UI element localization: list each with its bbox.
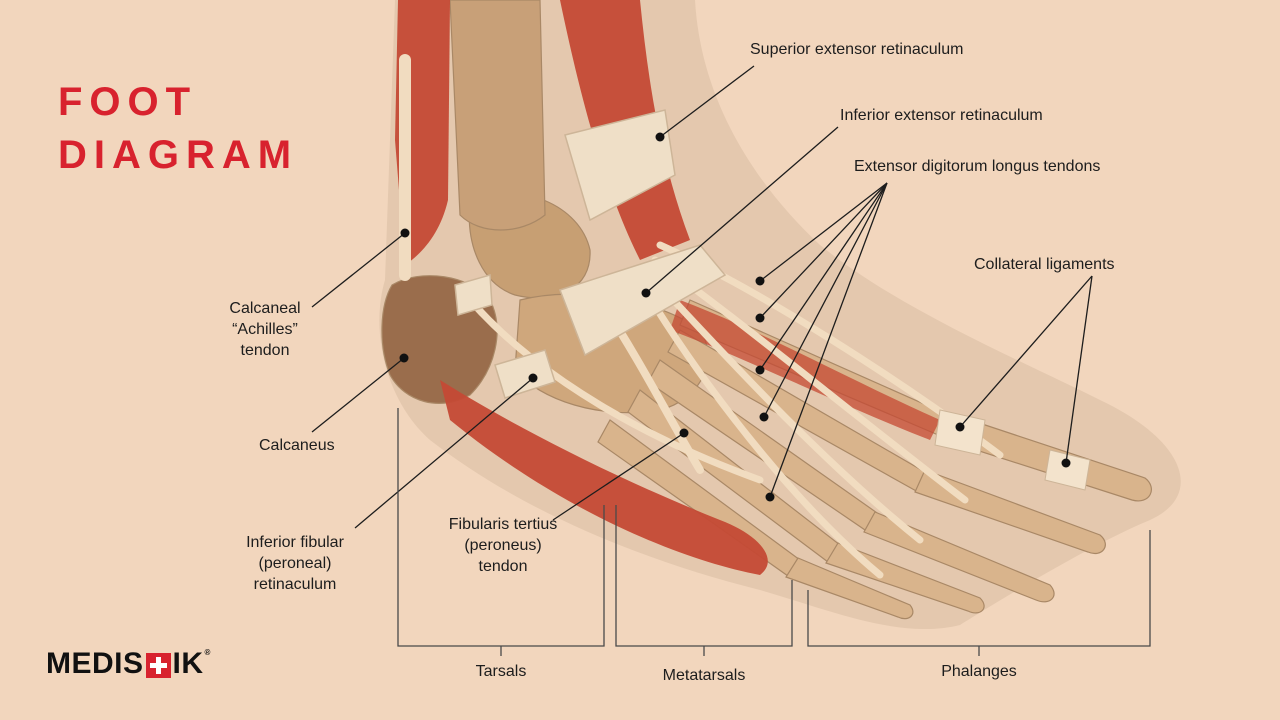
- toe-5: [785, 557, 914, 620]
- leader-inferior-extensor: [645, 126, 839, 294]
- logo-suffix: IK: [172, 647, 204, 680]
- fibular-muscle: [440, 380, 768, 575]
- label-extensor-digitorum-longus-tendons: Extensor digitorum longus tendons: [854, 158, 1101, 175]
- label-fibularis-line-1: Fibularis tertius: [448, 516, 558, 533]
- label-tarsals: Tarsals: [475, 663, 527, 680]
- label-fibular-line-2: (peroneal): [258, 555, 332, 572]
- leader-edl-4: [763, 182, 888, 418]
- fibular-retinaculum-upper: [454, 274, 493, 316]
- leader-fibular-retinaculum: [354, 377, 534, 529]
- label-fibularis-line-3: tendon: [478, 558, 528, 575]
- leader-edl-1: [759, 182, 888, 282]
- leader-superior-extensor: [659, 65, 755, 138]
- collateral-ligaments: [934, 409, 1091, 491]
- medistik-logo: MEDIS IK®: [46, 647, 211, 681]
- leader-achilles: [311, 232, 406, 308]
- leader-calcaneus: [311, 357, 405, 433]
- toe-2: [914, 469, 1106, 555]
- superior-extensor-retinaculum-band: [564, 109, 676, 222]
- label-calcaneus: Calcaneus: [259, 437, 335, 454]
- leader-edl-3: [759, 182, 888, 371]
- tibia-bone: [449, 0, 546, 231]
- inferior-fibular-retinaculum-band: [494, 349, 556, 399]
- leader-collateral-2: [1065, 275, 1093, 464]
- page-title-line-1: FOOT: [58, 80, 198, 124]
- collateral-ligament-2: [1044, 449, 1091, 491]
- label-calcaneal-achilles-tendon: Calcaneal “Achilles” tendon: [210, 298, 320, 361]
- label-achilles-line-1: Calcaneal: [229, 300, 301, 317]
- lateral-tendon: [466, 296, 764, 484]
- retinacula: [454, 109, 727, 399]
- edl-tendon-3: [646, 271, 924, 544]
- medical-cross-icon: [145, 652, 171, 678]
- label-collateral-ligaments: Collateral ligaments: [974, 256, 1115, 273]
- label-fibular-line-3: retinaculum: [253, 576, 337, 593]
- leader-collateral-1: [959, 275, 1093, 428]
- label-phalanges: Phalanges: [941, 663, 1017, 680]
- label-inferior-fibular-retinaculum: Inferior fibular (peroneal) retinaculum: [225, 532, 365, 595]
- collateral-ligament-1: [934, 409, 986, 456]
- label-fibularis-tertius-tendon: Fibularis tertius (peroneus) tendon: [432, 514, 574, 577]
- registered-mark: ®: [204, 647, 211, 657]
- leader-fibularis-tertius: [552, 432, 685, 521]
- edl-tendon-4: [641, 286, 884, 579]
- label-achilles-line-3: tendon: [240, 342, 290, 359]
- label-achilles-line-2: “Achilles”: [232, 321, 298, 338]
- bone-group-brackets: [397, 408, 1151, 656]
- page-title-line-2: DIAGRAM: [58, 133, 299, 177]
- label-inferior-extensor-retinaculum: Inferior extensor retinaculum: [840, 107, 1043, 124]
- leader-edl-2: [759, 182, 888, 319]
- label-metatarsals: Metatarsals: [662, 667, 746, 684]
- dorsal-foot-muscle: [670, 300, 940, 440]
- inferior-extensor-retinaculum-band: [559, 244, 727, 357]
- leader-dots: [399, 132, 1071, 502]
- label-fibular-line-1: Inferior fibular: [246, 534, 344, 551]
- logo-prefix: MEDIS: [46, 647, 144, 680]
- label-superior-extensor-retinaculum: Superior extensor retinaculum: [750, 41, 964, 58]
- leader-lines: [311, 65, 1093, 529]
- leader-edl-5: [769, 182, 888, 498]
- label-fibularis-line-2: (peroneus): [464, 537, 542, 554]
